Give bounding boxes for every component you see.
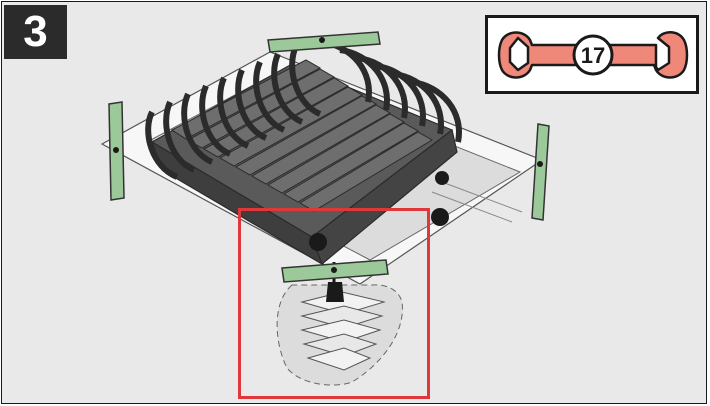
- highlight-box: [238, 208, 430, 399]
- tool-callout: 17: [485, 15, 699, 94]
- wrench-size-circle: [572, 34, 614, 76]
- lower-stair-section: [276, 282, 403, 386]
- folded-ladder: [145, 39, 462, 304]
- wrench-icon: 17: [497, 31, 689, 79]
- step-number-badge: 3: [4, 5, 67, 59]
- wrench-size-label: 17: [581, 43, 605, 68]
